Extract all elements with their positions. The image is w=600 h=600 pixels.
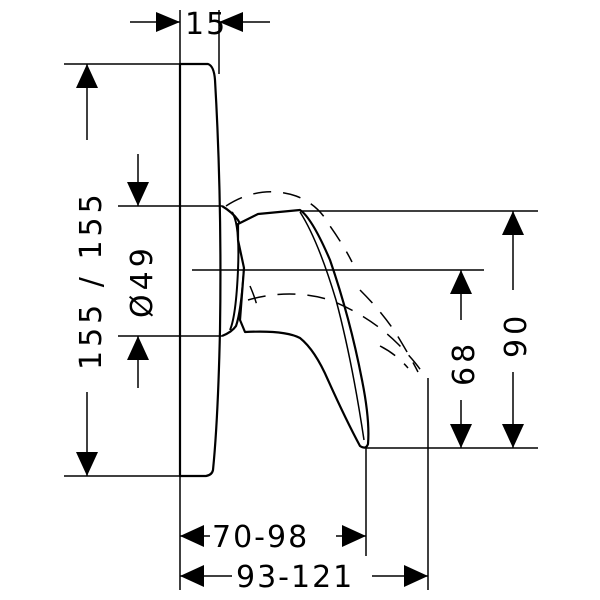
dim-70-arrow-right bbox=[342, 525, 366, 547]
dim-90-label: 90 bbox=[499, 312, 534, 358]
lever-swing-outline-1 bbox=[225, 191, 353, 263]
dim-68-arrow-bottom bbox=[450, 424, 472, 448]
dim-155-arrow-top bbox=[76, 64, 98, 88]
dim-68-arrow-top bbox=[450, 270, 472, 294]
lever-swing-outline-3 bbox=[249, 285, 259, 311]
dim-93-arrow-left bbox=[180, 565, 204, 587]
lever-inner-edge bbox=[299, 211, 365, 441]
dim-49-arrow-top bbox=[127, 182, 149, 206]
dim-70-arrow-left bbox=[180, 525, 204, 547]
lever-swing-outline-4 bbox=[359, 289, 419, 373]
dim-15-arrow-left bbox=[156, 12, 180, 32]
dim-70-label: 70-98 bbox=[212, 520, 309, 555]
dim-90-arrow-top bbox=[502, 211, 524, 235]
dim-93-arrow-right bbox=[404, 565, 428, 587]
dim-15-arrow-right bbox=[219, 12, 243, 32]
lever-swing-outline-2 bbox=[247, 293, 423, 373]
dim-90-arrow-bottom bbox=[502, 424, 524, 448]
dim-49-arrow-bottom bbox=[127, 336, 149, 360]
dim-49-label: Ø49 bbox=[125, 244, 160, 318]
lever-swing-outline-5 bbox=[379, 345, 409, 369]
dim-68-label: 68 bbox=[447, 340, 482, 386]
dim-155-arrow-bottom bbox=[76, 452, 98, 476]
dim-15-label: 15 bbox=[185, 7, 227, 42]
dim-155-label: 155 / 155 bbox=[74, 190, 109, 370]
lever-handle bbox=[236, 208, 370, 449]
dim-93-label: 93-121 bbox=[236, 560, 354, 595]
